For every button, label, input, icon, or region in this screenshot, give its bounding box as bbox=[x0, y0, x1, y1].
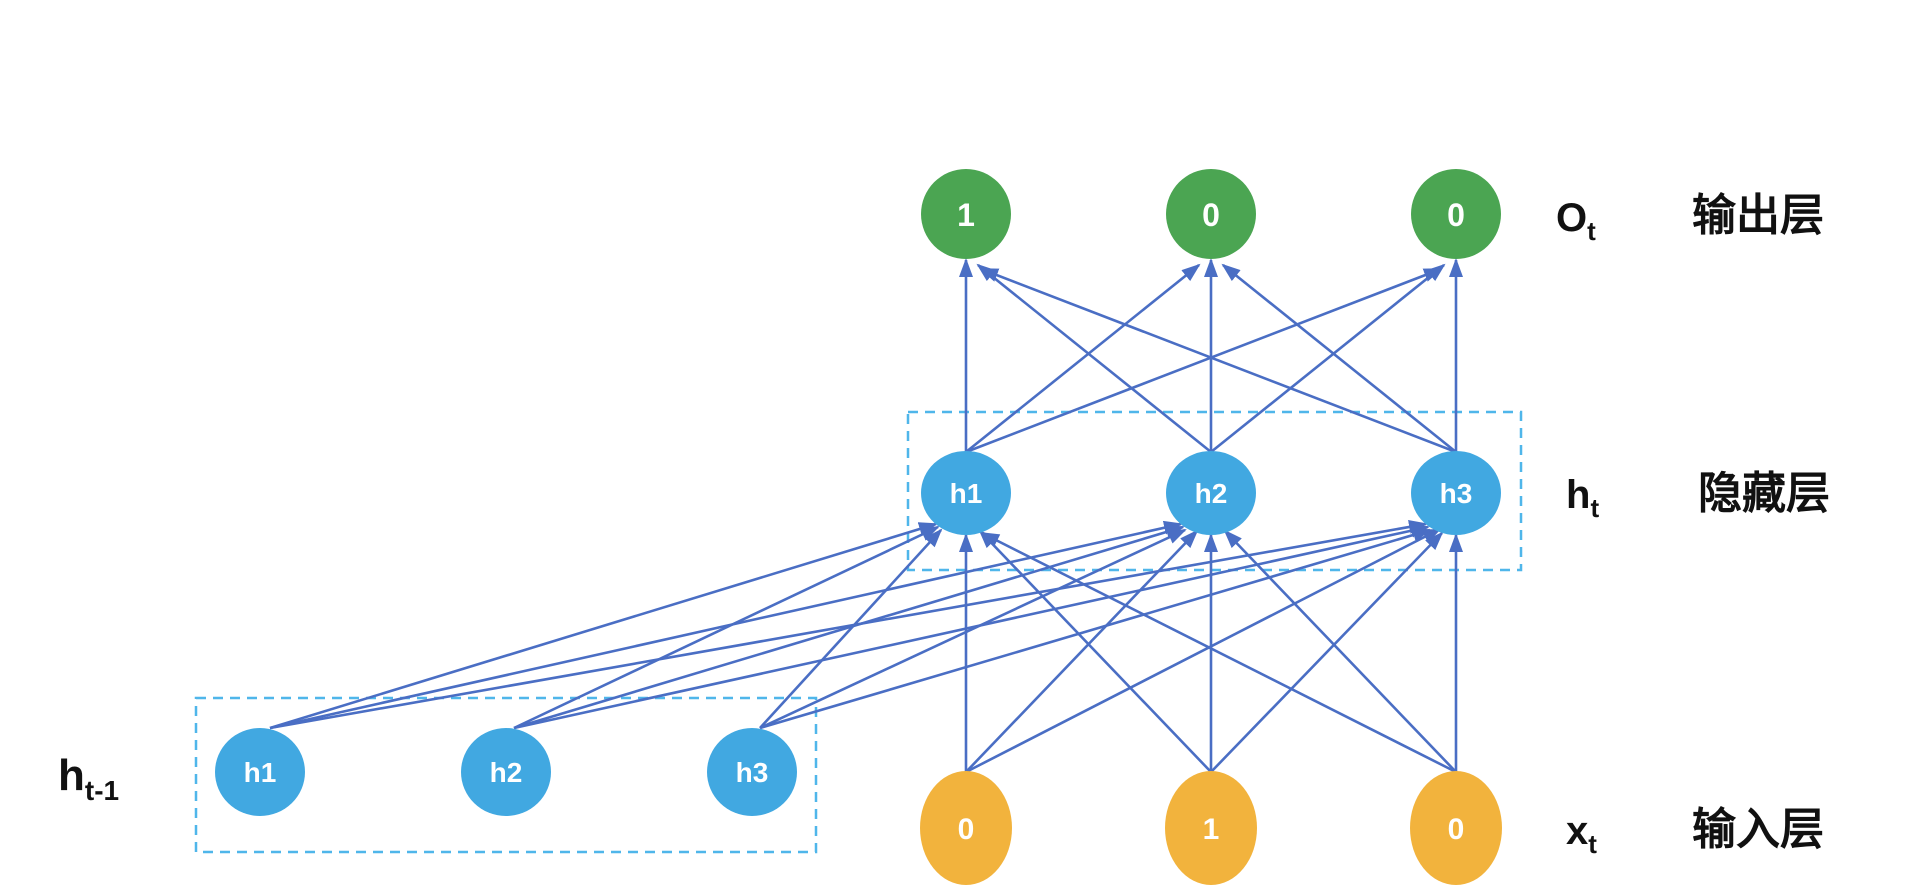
prev-hidden-layer: h1 h2 h3 bbox=[215, 728, 797, 816]
prev-hidden-node-h1 bbox=[215, 728, 305, 816]
input-node-3 bbox=[1410, 771, 1502, 885]
edge bbox=[513, 525, 1185, 730]
edge bbox=[965, 263, 1201, 454]
edge bbox=[1221, 263, 1457, 454]
edge bbox=[1210, 531, 1444, 773]
hidden-state-box bbox=[906, 410, 1523, 572]
edges-input-to-hidden bbox=[959, 527, 1463, 774]
hidden-node-label: h2 bbox=[1195, 478, 1228, 509]
input-symbol: x bbox=[1566, 809, 1588, 853]
edge bbox=[980, 531, 1457, 774]
hidden-layer-name: 隐藏层 bbox=[1698, 469, 1830, 518]
hidden-layer: h1 h2 h3 bbox=[921, 451, 1501, 535]
hidden-symbol: h bbox=[1566, 473, 1590, 517]
edge bbox=[979, 267, 1457, 454]
input-node-value: 0 bbox=[1448, 813, 1465, 846]
output-node-1 bbox=[921, 169, 1011, 259]
hidden-subscript: t bbox=[1590, 493, 1599, 523]
edge bbox=[269, 522, 938, 730]
output-node-2 bbox=[1166, 169, 1256, 259]
output-node-value: 0 bbox=[1202, 197, 1220, 233]
edge bbox=[269, 520, 1428, 730]
edge bbox=[513, 523, 1430, 730]
edge bbox=[269, 520, 1183, 730]
edge bbox=[1210, 263, 1446, 454]
edge bbox=[759, 528, 943, 729]
output-node-value: 0 bbox=[1447, 197, 1465, 233]
edges-hidden-to-output bbox=[959, 258, 1463, 454]
hidden-node-h3 bbox=[1411, 451, 1501, 535]
edge bbox=[1223, 529, 1457, 773]
input-node-2 bbox=[1165, 771, 1257, 885]
prev-hidden-node-h3 bbox=[707, 728, 797, 816]
output-symbol-label: Ot bbox=[1556, 196, 1596, 246]
hidden-node-h1 bbox=[921, 451, 1011, 535]
input-layer-name: 输入层 bbox=[1692, 805, 1824, 854]
edge bbox=[978, 529, 1212, 773]
input-layer: 0 1 0 bbox=[920, 771, 1502, 885]
output-layer-name: 输出层 bbox=[1692, 191, 1824, 240]
output-subscript: t bbox=[1587, 216, 1596, 246]
edge bbox=[513, 525, 940, 730]
prev-hidden-node-label: h1 bbox=[244, 757, 277, 788]
hidden-symbol-label: ht bbox=[1566, 473, 1599, 523]
input-node-value: 0 bbox=[958, 813, 975, 846]
input-node-value: 1 bbox=[1203, 813, 1220, 846]
hidden-node-h2 bbox=[1166, 451, 1256, 535]
output-symbol: O bbox=[1556, 196, 1587, 240]
prev-hidden-node-h2 bbox=[461, 728, 551, 816]
prev-hidden-node-label: h3 bbox=[736, 757, 769, 788]
hidden-node-label: h3 bbox=[1440, 478, 1473, 509]
prev-hidden-state-box bbox=[194, 696, 818, 854]
edge bbox=[759, 528, 1432, 730]
prev-hidden-symbol: h bbox=[58, 751, 85, 800]
edge bbox=[965, 529, 1199, 773]
prev-hidden-subscript: t-1 bbox=[85, 775, 119, 806]
prev-hidden-symbol-label: ht-1 bbox=[58, 751, 119, 806]
edge bbox=[759, 528, 1187, 730]
hidden-node-label: h1 bbox=[950, 478, 983, 509]
edges-prev-hidden-to-hidden bbox=[269, 520, 1432, 730]
edge bbox=[965, 527, 1442, 774]
output-node-value: 1 bbox=[957, 197, 975, 233]
output-node-3 bbox=[1411, 169, 1501, 259]
input-symbol-label: xt bbox=[1566, 809, 1597, 859]
prev-hidden-node-label: h2 bbox=[490, 757, 523, 788]
edge bbox=[965, 267, 1443, 454]
input-subscript: t bbox=[1588, 829, 1597, 859]
output-layer: 1 0 0 bbox=[921, 169, 1501, 259]
edge bbox=[976, 263, 1212, 454]
input-node-1 bbox=[920, 771, 1012, 885]
